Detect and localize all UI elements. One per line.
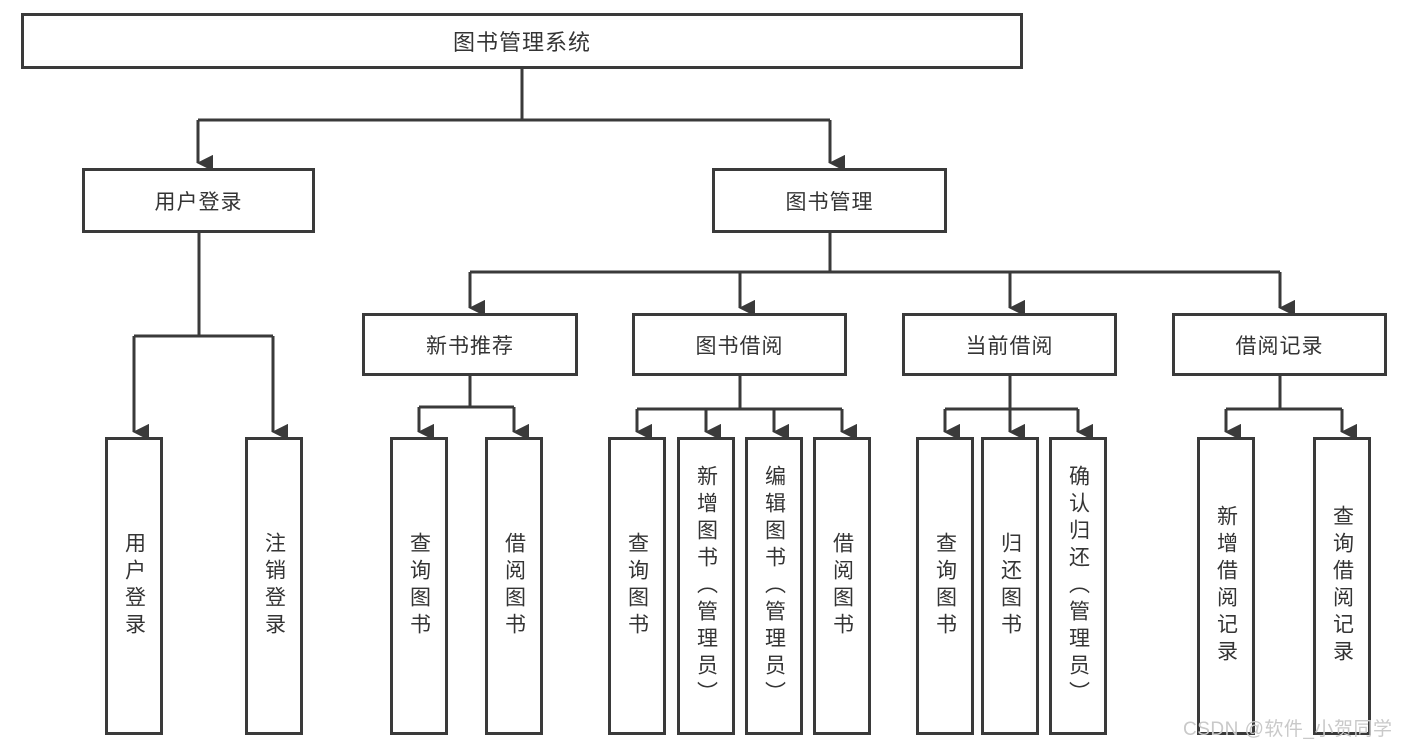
node-user-login: 用户登录 <box>82 168 315 233</box>
node-current-borrowing: 当前借阅 <box>902 313 1117 376</box>
leaf-query-books-current: 查询图书 <box>916 437 974 735</box>
node-book-borrowing: 图书借阅 <box>632 313 847 376</box>
leaf-confirm-return-admin: 确认归还（管理员） <box>1049 437 1107 735</box>
leaf-borrow-books: 借阅图书 <box>813 437 871 735</box>
node-borrowing-records: 借阅记录 <box>1172 313 1387 376</box>
leaf-edit-books-admin: 编辑图书（管理员） <box>745 437 803 735</box>
leaf-query-books-borrowing: 查询图书 <box>608 437 666 735</box>
csdn-watermark: CSDN @软件_小贺同学 <box>1183 719 1393 740</box>
leaf-add-books-admin: 新增图书（管理员） <box>677 437 735 735</box>
leaf-logout: 注销登录 <box>245 437 303 735</box>
leaf-add-borrow-record: 新增借阅记录 <box>1197 437 1255 735</box>
leaf-user-login: 用户登录 <box>105 437 163 735</box>
leaf-return-books: 归还图书 <box>981 437 1039 735</box>
leaf-query-books-recommend: 查询图书 <box>390 437 448 735</box>
leaf-query-borrow-record: 查询借阅记录 <box>1313 437 1371 735</box>
node-new-book-recommendation: 新书推荐 <box>362 313 578 376</box>
leaf-borrow-books-recommend: 借阅图书 <box>485 437 543 735</box>
node-book-management: 图书管理 <box>712 168 947 233</box>
node-library-management-system: 图书管理系统 <box>21 13 1023 69</box>
